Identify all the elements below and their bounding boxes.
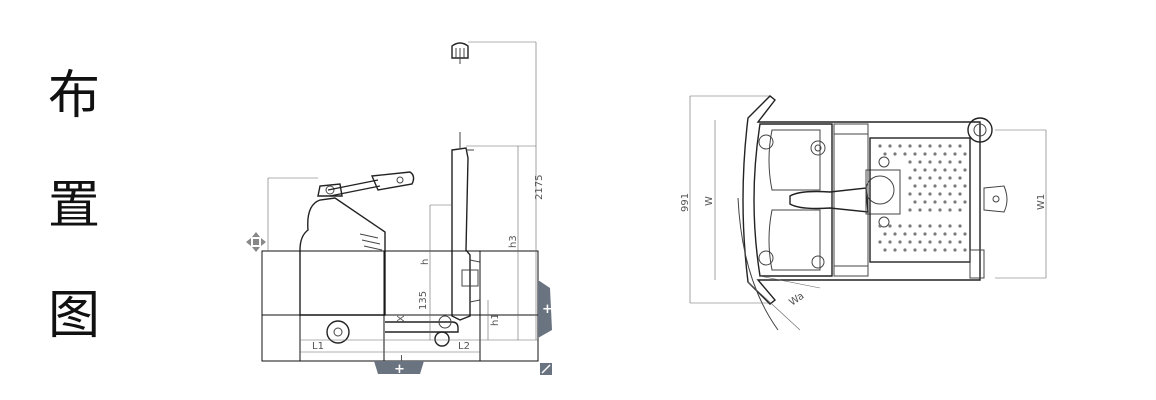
- mast: [385, 132, 481, 333]
- dim-w1: W1: [1036, 194, 1047, 210]
- dim-h3: h3: [508, 235, 519, 248]
- expand-right-button[interactable]: +: [538, 280, 553, 338]
- dim-l2: L2: [458, 341, 470, 352]
- platform-texture: [878, 144, 967, 252]
- dimension-lines: [300, 66, 538, 353]
- dim-991: 991: [680, 193, 691, 212]
- dim-x: X: [396, 315, 407, 322]
- move-icon[interactable]: [246, 232, 266, 252]
- title-char-3: 图: [48, 286, 101, 346]
- wheels: [326, 320, 450, 347]
- dim-h1: h1: [490, 313, 501, 326]
- dim-135: 135: [418, 291, 429, 310]
- dim-l1: L1: [312, 341, 324, 352]
- expand-right-label: +: [542, 302, 553, 317]
- truck-body: [299, 171, 415, 316]
- dim-w: W: [704, 196, 715, 206]
- dim-2175: 2175: [534, 175, 545, 200]
- side-view-drawing: 2175 h3 h 135 X h1 L1 L L2 + +: [246, 41, 553, 377]
- resize-corner-icon[interactable]: [540, 363, 552, 375]
- expand-bottom-label: +: [394, 362, 405, 377]
- grid-overlay: [261, 177, 539, 362]
- top-view-drawing: 991 W W1 Wa: [680, 95, 1047, 331]
- dim-h: h: [420, 259, 431, 265]
- title-char-1: 布: [48, 66, 101, 126]
- title-char-2: 置: [48, 176, 101, 236]
- expand-bottom-button[interactable]: +: [374, 361, 424, 377]
- dim-l: L: [400, 354, 406, 365]
- handle-top-detail: [451, 41, 537, 66]
- dim-wa: Wa: [787, 291, 806, 309]
